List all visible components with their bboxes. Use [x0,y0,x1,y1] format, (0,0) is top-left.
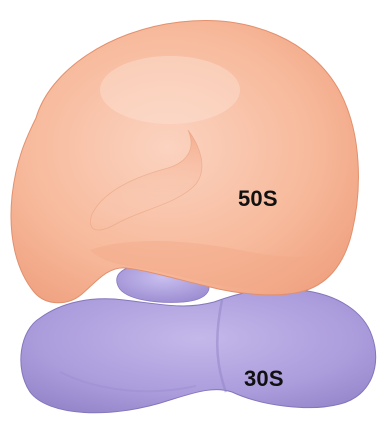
large-subunit-label: 50S [238,186,278,211]
small-subunit-label: 30S [244,366,284,391]
small-subunit-body [21,289,376,413]
large-subunit-50s: 50S [11,21,358,303]
large-subunit-highlight [100,56,240,124]
